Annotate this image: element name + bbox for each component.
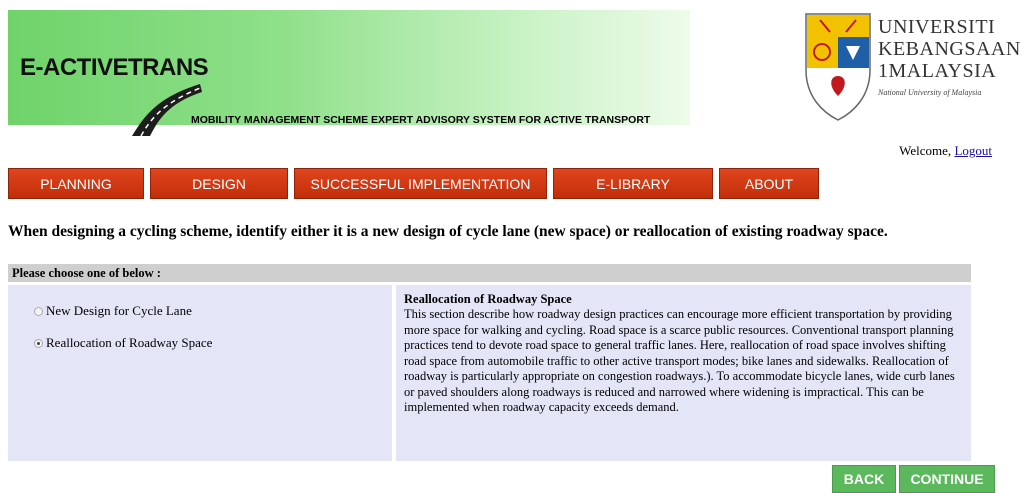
radio-reallocation[interactable] [34, 338, 43, 348]
page-heading: When designing a cycling scheme, identif… [8, 223, 888, 240]
crest-icon [805, 13, 871, 121]
choice-panel: Please choose one of below : New Design … [8, 264, 971, 464]
continue-button[interactable]: CONTINUE [899, 465, 995, 493]
option-reallocation[interactable]: Reallocation of Roadway Space [34, 335, 212, 351]
welcome-text: Welcome, [899, 143, 952, 158]
nav-about[interactable]: ABOUT [719, 168, 819, 199]
option-new-design-label: New Design for Cycle Lane [46, 303, 192, 318]
options-column: New Design for Cycle Lane Reallocation o… [8, 285, 392, 461]
description-body: This section describe how roadway design… [404, 307, 955, 414]
description-column: Reallocation of Roadway Space This secti… [396, 285, 971, 461]
site-banner: E-ACTIVETRANS MOBILITY MANAGEMENT SCHEME… [8, 10, 690, 137]
nav-design[interactable]: DESIGN [150, 168, 288, 199]
logo-line-2: KEBANGSAAN [878, 38, 1021, 60]
logo-line-1: UNIVERSITI [878, 16, 996, 38]
nav-e-library[interactable]: E-LIBRARY [553, 168, 713, 199]
nav-planning[interactable]: PLANNING [8, 168, 144, 199]
logout-link[interactable]: Logout [954, 143, 992, 158]
university-logo: UNIVERSITI KEBANGSAAN 1MALAYSIA National… [798, 10, 1020, 130]
nav-successful-implementation[interactable]: SUCCESSFUL IMPLEMENTATION [294, 168, 547, 199]
logo-tagline: National University of Malaysia [878, 88, 982, 97]
back-button[interactable]: BACK [832, 465, 896, 493]
radio-new-design[interactable] [34, 306, 43, 316]
option-reallocation-label: Reallocation of Roadway Space [46, 335, 213, 350]
logo-line-3: 1MALAYSIA [878, 60, 997, 82]
banner-title: E-ACTIVETRANS [20, 54, 209, 81]
road-icon [132, 84, 202, 137]
option-new-design[interactable]: New Design for Cycle Lane [34, 303, 192, 319]
banner-subtitle: MOBILITY MANAGEMENT SCHEME EXPERT ADVISO… [191, 114, 651, 126]
description-title: Reallocation of Roadway Space [404, 292, 572, 306]
panel-header: Please choose one of below : [8, 264, 971, 282]
welcome-bar: Welcome, Logout [899, 143, 992, 159]
